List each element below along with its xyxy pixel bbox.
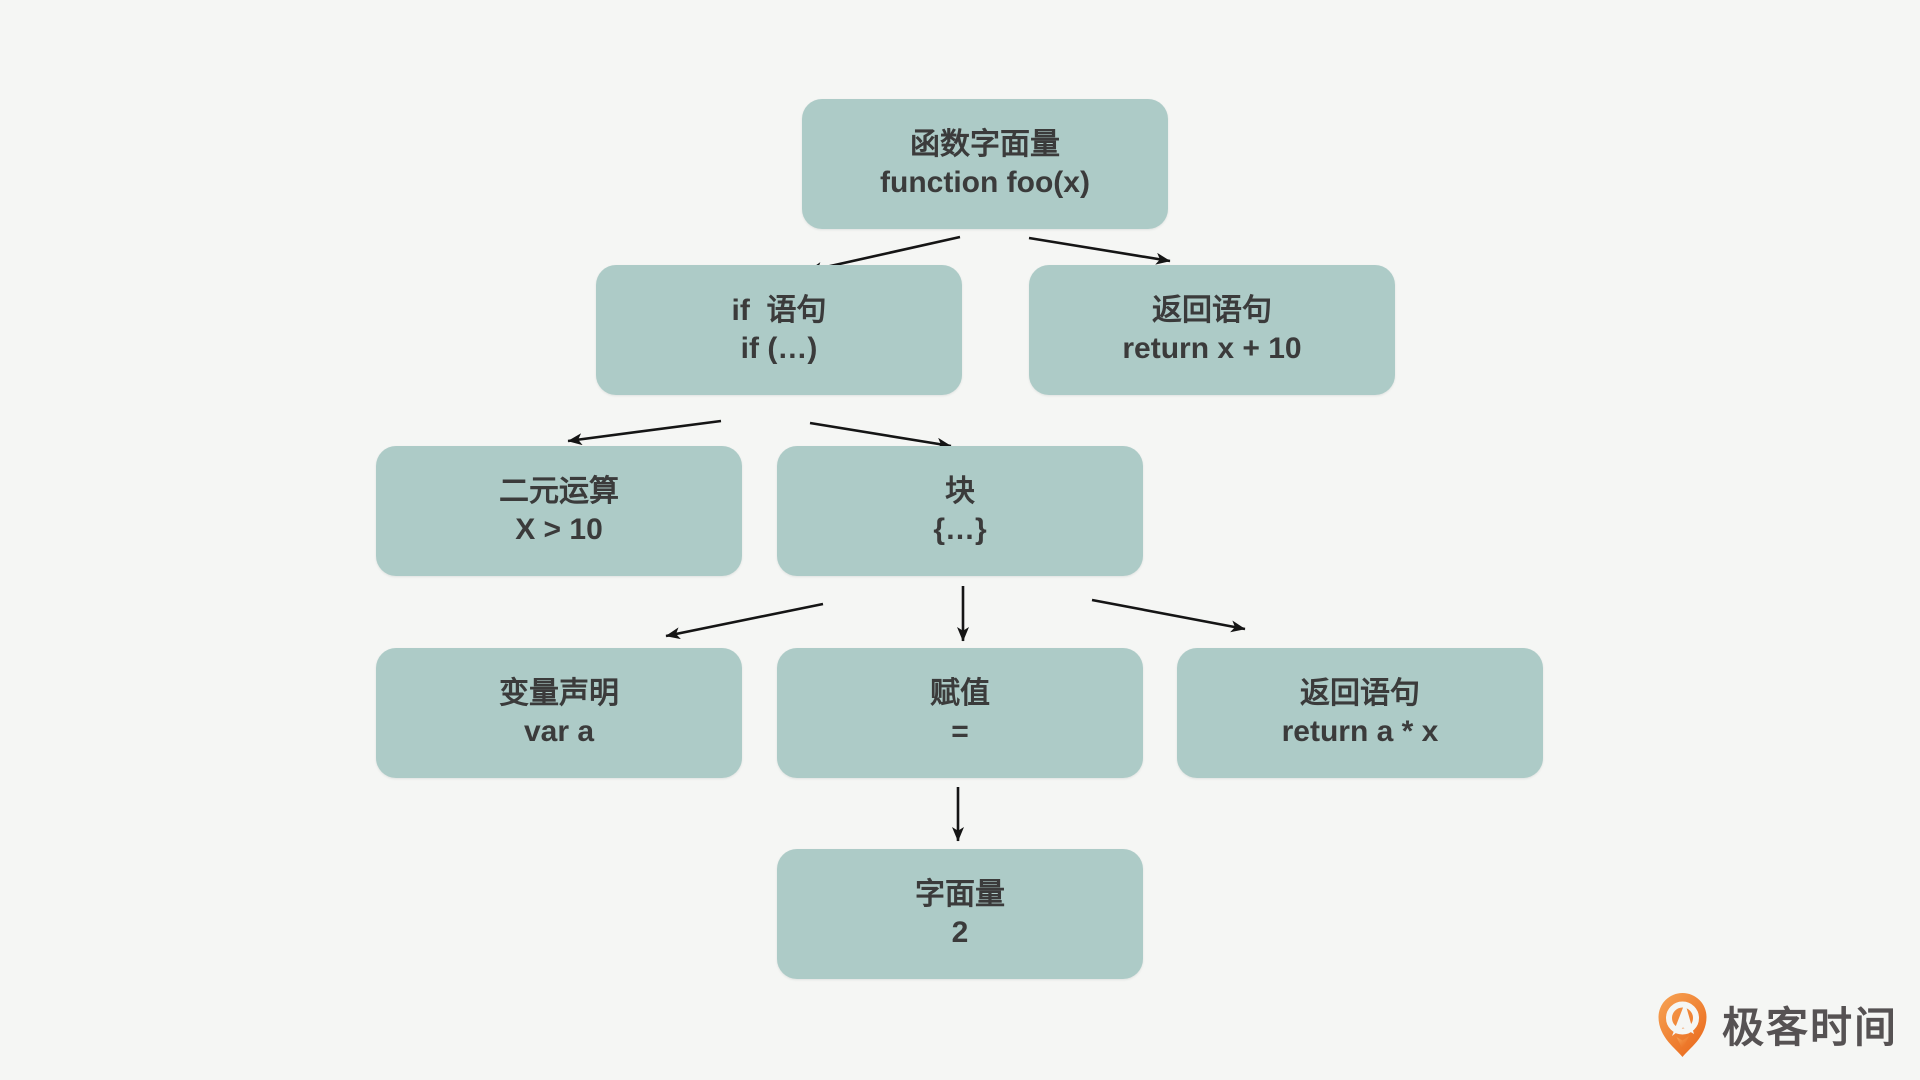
edge-block-to-return <box>1091 598 1246 633</box>
node-title: if 语句 <box>731 294 827 327</box>
node-code: function foo(x) <box>880 166 1090 199</box>
geektime-pin-icon <box>1658 993 1707 1057</box>
node-code: return x + 10 <box>1122 332 1302 365</box>
node-title: 赋值 <box>930 677 990 710</box>
node-if-statement: if 语句 if (…) <box>596 265 962 395</box>
node-return-statement-top: 返回语句 return x + 10 <box>1029 265 1395 395</box>
node-title: 变量声明 <box>499 677 619 710</box>
node-binary-operation: 二元运算 X > 10 <box>376 446 742 576</box>
node-block: 块 {…} <box>777 446 1143 576</box>
node-function-literal: 函数字面量 function foo(x) <box>802 99 1168 229</box>
node-code: = <box>951 715 969 748</box>
node-title: 字面量 <box>915 878 1005 911</box>
node-literal: 字面量 2 <box>777 849 1143 979</box>
node-code: 2 <box>951 916 969 949</box>
node-code: {…} <box>933 513 987 546</box>
node-title: 二元运算 <box>499 475 619 508</box>
geektime-logo-text: 极客时间 <box>1722 1003 1899 1051</box>
node-assignment: 赋值 = <box>777 648 1143 778</box>
node-title: 返回语句 <box>1152 294 1272 327</box>
edge-block-to-vardecl <box>665 602 824 640</box>
node-title: 块 <box>945 475 975 508</box>
geektime-logo: 极客时间 <box>1655 990 1898 1058</box>
edge-if-to-binary <box>567 419 722 446</box>
node-title: 返回语句 <box>1300 677 1420 710</box>
node-variable-declaration: 变量声明 var a <box>376 648 742 778</box>
node-code: var a <box>523 715 595 748</box>
node-code: if (…) <box>740 332 818 365</box>
node-code: return a * x <box>1281 715 1439 748</box>
node-return-statement-inner: 返回语句 return a * x <box>1177 648 1543 778</box>
edge-function-to-return <box>1028 236 1171 265</box>
edge-if-to-block <box>809 421 952 450</box>
node-code: X > 10 <box>515 513 603 546</box>
node-title: 函数字面量 <box>910 128 1060 161</box>
